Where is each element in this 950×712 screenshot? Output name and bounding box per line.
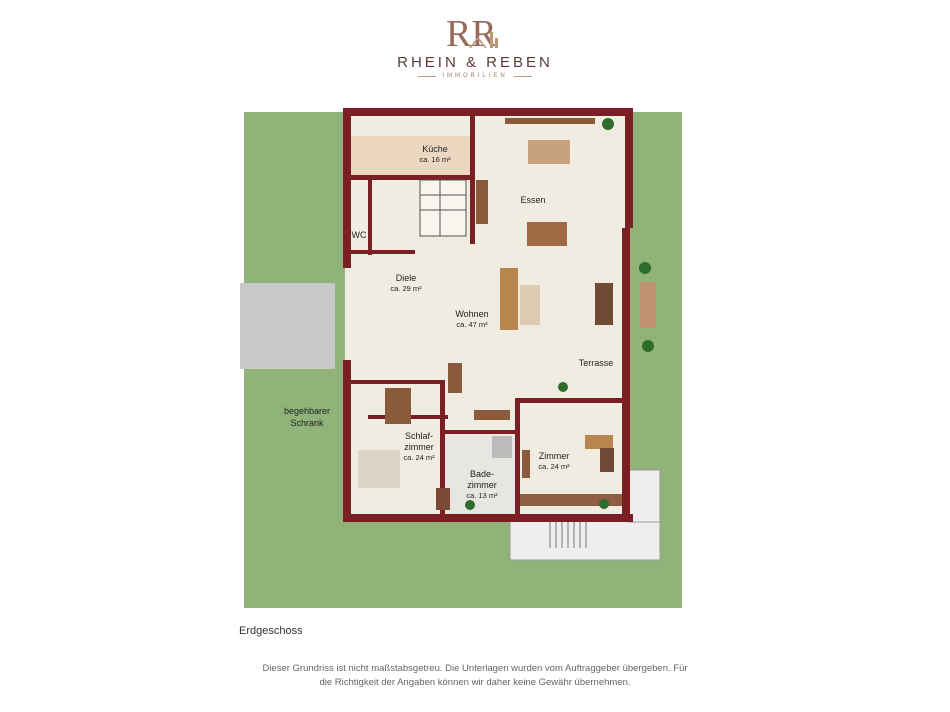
disclaimer-text: Dieser Grundriss ist nicht maßstabsgetre… <box>262 663 688 688</box>
room-label-bad-1: Bade- <box>470 469 494 479</box>
room-labels: Küche ca. 16 m² WC Diele ca. 29 m² Essen… <box>284 144 613 500</box>
room-label-schlaf-2: zimmer <box>404 442 434 452</box>
side-steps <box>627 469 661 523</box>
plants <box>465 118 654 510</box>
room-label-schrank-1: begehbarer <box>284 406 330 416</box>
kitchen-floor <box>350 136 475 176</box>
furniture <box>358 118 656 510</box>
room-area-wohnen: ca. 47 m² <box>456 320 488 329</box>
room-area-schlaf: ca. 24 m² <box>403 453 435 462</box>
room-label-kueche: Küche <box>422 144 448 154</box>
room-label-wohnen: Wohnen <box>455 309 488 319</box>
brand-name: RHEIN & REBEN <box>397 54 553 71</box>
entrance-steps <box>509 519 661 561</box>
room-label-diele: Diele <box>396 273 417 283</box>
room-label-terrasse: Terrasse <box>579 358 614 368</box>
stairs-lines <box>549 522 587 548</box>
staircase <box>419 179 467 237</box>
brand-tagline: IMMOBILIEN <box>442 73 508 79</box>
room-label-essen: Essen <box>520 195 545 205</box>
room-label-wc: WC <box>352 230 367 240</box>
room-label-zimmer: Zimmer <box>539 451 570 461</box>
room-area-zimmer: ca. 24 m² <box>538 462 570 471</box>
divider <box>513 75 532 77</box>
divider <box>418 75 437 77</box>
brand-tagline-row: IMMOBILIEN <box>0 73 950 79</box>
room-area-diele: ca. 29 m² <box>390 284 422 293</box>
room-label-schrank-2: Schrank <box>290 418 324 428</box>
room-label-bad-2: zimmer <box>467 480 497 490</box>
house-monogram-icon: RR <box>446 13 498 52</box>
room-area-bad: ca. 13 m² <box>466 491 498 500</box>
paved-area <box>240 283 335 369</box>
room-label-schlaf-1: Schlaf- <box>405 431 433 441</box>
floor-label: Erdgeschoss <box>239 625 303 637</box>
room-area-kueche: ca. 16 m² <box>419 155 451 164</box>
brand-logo: RR RHEIN & REBEN IMMOBILIEN <box>0 8 950 79</box>
